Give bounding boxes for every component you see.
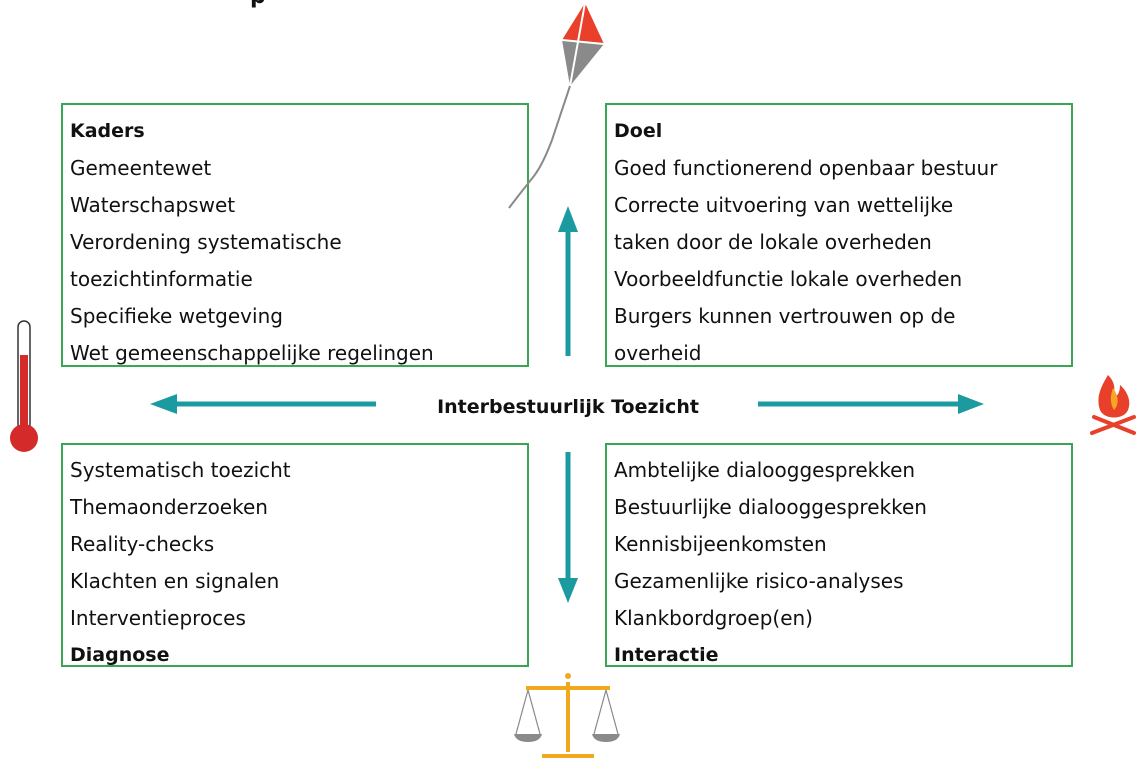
kaders-box: Kaders Gemeentewet Waterschapswet Verord… [61, 103, 529, 367]
kaders-item: Wet gemeenschappelijke regelingen [70, 341, 434, 365]
diagnose-heading: Diagnose [70, 644, 170, 666]
arrow-right [758, 394, 984, 414]
interactie-item: Bestuurlijke dialooggesprekken [614, 495, 927, 519]
kaders-item: Specifieke wetgeving [70, 304, 283, 328]
doel-item: overheid [614, 341, 702, 365]
diagnose-item: Klachten en signalen [70, 569, 280, 593]
kaders-item: Gemeentewet [70, 156, 212, 180]
kite-icon [508, 2, 605, 209]
center-title: Interbestuurlijk Toezicht [437, 396, 699, 418]
interactie-item: Kennisbijeenkomsten [614, 532, 827, 556]
diagnose-item: Themaonderzoeken [70, 495, 268, 519]
doel-item: Voorbeeldfunctie lokale overheden [614, 267, 963, 291]
interactie-heading: Interactie [614, 644, 719, 666]
thermometer-icon [10, 320, 38, 452]
interactie-item: Gezamenlijke risico-analyses [614, 569, 904, 593]
doel-box: Doel Goed functionerend openbaar bestuur… [605, 103, 1073, 367]
interactie-item: Ambtelijke dialooggesprekken [614, 458, 916, 482]
doel-item: taken door de lokale overheden [614, 230, 932, 254]
arrow-left [150, 394, 376, 414]
kaders-item: Waterschapswet [70, 193, 236, 217]
diagnose-item: Interventieproces [70, 606, 246, 630]
doel-item: Burgers kunnen vertrouwen op de [614, 304, 956, 328]
arrow-up [558, 206, 578, 356]
doel-heading: Doel [614, 120, 663, 142]
diagnose-box: Systematisch toezicht Themaonderzoeken R… [61, 443, 529, 667]
top-cut-title-fragment: p [250, 0, 267, 9]
arrow-down [558, 452, 578, 603]
kaders-item: toezichtinformatie [70, 267, 253, 291]
doel-item: Goed functionerend openbaar bestuur [614, 156, 998, 180]
scale-icon [514, 673, 620, 758]
interactie-item: Klankbordgroep(en) [614, 606, 813, 630]
diagnose-item: Systematisch toezicht [70, 458, 291, 482]
doel-item: Correcte uitvoering van wettelijke [614, 193, 954, 217]
campfire-icon [1090, 375, 1136, 435]
diagnose-item: Reality-checks [70, 532, 215, 556]
interactie-box: Ambtelijke dialooggesprekken Bestuurlijk… [605, 443, 1073, 667]
kaders-item: Verordening systematische [70, 230, 342, 254]
kaders-heading: Kaders [70, 120, 145, 142]
